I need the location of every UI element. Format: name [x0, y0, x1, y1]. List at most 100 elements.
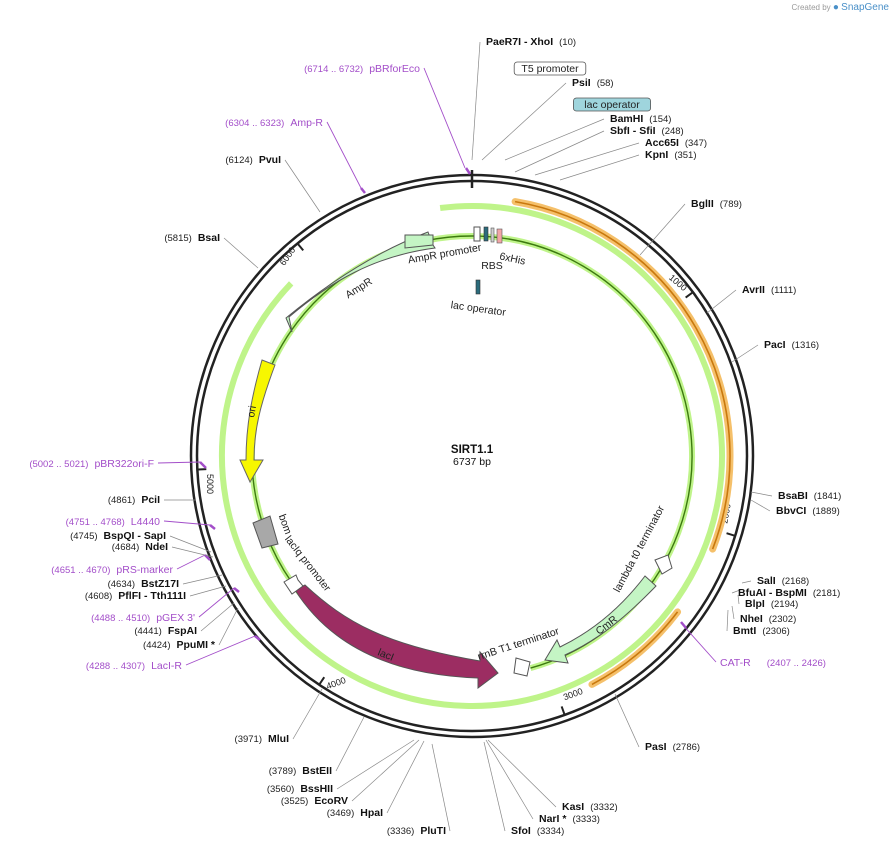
cmr-arrow[interactable]: [544, 575, 657, 664]
enzyme-label[interactable]: (4424)PpuMI *: [143, 639, 216, 651]
enzyme-label[interactable]: (3525)EcoRV: [281, 795, 348, 807]
enzyme-label[interactable]: BsaBI(1841): [778, 490, 841, 502]
enzyme-separator: -: [134, 530, 143, 542]
lambda-t0-terminator-arrow[interactable]: [654, 554, 673, 575]
primer-mark: [254, 635, 261, 641]
primer-label[interactable]: (4488 .. 4510)pGEX 3': [91, 612, 195, 624]
tick-label: 5000: [205, 474, 215, 494]
primer-mark: [204, 554, 211, 561]
bom-box[interactable]: [252, 515, 279, 549]
feature-label-box: [573, 97, 652, 112]
enzyme-name: PacI: [764, 339, 786, 351]
enzyme-leader-line: [731, 605, 735, 620]
enzyme-position: (1316): [792, 340, 819, 351]
enzyme-leader-line: [514, 130, 605, 173]
enzyme-label[interactable]: BamHI(154): [610, 113, 671, 125]
enzyme-leader-line: [223, 237, 259, 269]
enzyme-label[interactable]: AvrII (1111): [742, 284, 796, 296]
enzyme-name: BsaI: [198, 232, 220, 244]
enzyme-label[interactable]: (3971)MluI: [235, 733, 290, 745]
enzyme-position: (1841): [814, 491, 841, 502]
enzyme-label[interactable]: BbvCI(1889): [776, 505, 840, 517]
lacIq-promoter-arrow[interactable]: [283, 574, 304, 595]
enzyme-name: HpaI: [360, 807, 383, 819]
primer-label[interactable]: (4651 .. 4670)pRS-marker: [51, 564, 173, 576]
enzyme-label[interactable]: (3469)HpaI: [327, 807, 383, 819]
t5-promoter-box[interactable]: [473, 226, 481, 242]
primer-mark: [199, 461, 207, 469]
primer-label[interactable]: (6304 .. 6323)Amp-R: [225, 117, 323, 129]
enzyme-label[interactable]: PasI(2786): [645, 741, 700, 753]
enzyme-label[interactable]: (4745)BspQI - SapI: [70, 530, 166, 542]
enzyme-position: (3789): [269, 766, 296, 777]
enzyme-label[interactable]: SfoI(3334): [511, 825, 564, 837]
tick-mark: [726, 532, 735, 537]
enzyme-label[interactable]: PaeR7I - XhoI(10): [486, 36, 576, 48]
enzyme-leader-line: [481, 82, 567, 161]
enzyme-label[interactable]: BmtI(2306): [733, 625, 790, 637]
primer-labels: (6714 .. 6732)pBRforEco (6304 .. 6323)Amp…: [29, 63, 826, 672]
enzyme-label[interactable]: (4634)BstZ17I: [108, 578, 179, 590]
enzyme-label[interactable]: SbfI - SfiI(248): [610, 125, 684, 137]
enzyme-label[interactable]: KasI(3332): [562, 801, 618, 813]
enzyme-position: (3971): [235, 734, 262, 745]
primer-label[interactable]: CAT-R(2407 .. 2426): [720, 657, 826, 669]
enzyme-label[interactable]: (5815)BsaI: [164, 232, 220, 244]
enzyme-label[interactable]: NarI *(3333): [539, 813, 600, 825]
enzyme-label[interactable]: BglII(789): [691, 198, 742, 210]
enzyme-label[interactable]: PsiI(58): [572, 77, 614, 89]
primer-label[interactable]: (4751 .. 4768)L4440: [66, 516, 161, 528]
enzyme-leader-line: [284, 159, 321, 213]
enzyme-label[interactable]: BfuAI - BspMI(2181): [738, 587, 840, 599]
enzyme-label[interactable]: (4608)PflFI - Tth111I: [85, 590, 186, 602]
laci-arrow[interactable]: [294, 584, 499, 689]
enzyme-label[interactable]: (3560)BssHII: [267, 783, 333, 795]
primer-label[interactable]: (4288 .. 4307)LacI-R: [86, 660, 182, 672]
enzyme-label[interactable]: (3336)PluTI: [387, 825, 446, 837]
enzyme-name: PvuI: [259, 154, 281, 166]
primer-name: pGEX 3': [156, 612, 195, 624]
primer-name: LacI-R: [151, 660, 182, 672]
enzyme-label[interactable]: (3789)BstEII: [269, 765, 332, 777]
enzyme-label[interactable]: Acc65I(347): [645, 137, 707, 149]
rrnb-t1-terminator-arrow[interactable]: [513, 657, 531, 677]
enzyme-leader-line: [731, 589, 741, 594]
enzyme-label[interactable]: PacI (1316): [764, 339, 819, 351]
enzyme-separator: -: [521, 36, 530, 48]
enzyme-label[interactable]: (4861)PciI: [108, 494, 160, 506]
lac-operator-lower-box[interactable]: [475, 279, 481, 295]
enzyme-position: (4684): [112, 542, 139, 553]
enzyme-label[interactable]: NheI(2302): [740, 613, 796, 625]
his-tag-box[interactable]: [496, 228, 503, 244]
enzyme-label[interactable]: KpnI(351): [645, 149, 697, 161]
enzyme-position: (351): [674, 150, 696, 161]
enzyme-position: (4861): [108, 495, 135, 506]
primer-label[interactable]: (5002 .. 5021)pBR322ori-F: [29, 458, 154, 470]
enzyme-position: (3525): [281, 796, 308, 807]
primer-range: (6714 .. 6732): [304, 64, 363, 75]
ampr-promoter-arrow[interactable]: [404, 234, 434, 249]
ori-arrow[interactable]: [239, 359, 276, 484]
lac-operator-box[interactable]: [483, 226, 489, 242]
enzyme-label[interactable]: SalI(2168): [757, 575, 809, 587]
enzyme-position: (1111): [771, 285, 796, 296]
enzyme-leader-line: [200, 602, 235, 632]
enzyme-leader-line: [741, 580, 752, 584]
enzyme-label[interactable]: (6124)PvuI: [225, 154, 281, 166]
enzyme-name: AvrII: [742, 284, 765, 296]
enzyme-label[interactable]: (4684) NdeI: [112, 541, 168, 553]
primer-leader-line: [423, 67, 466, 169]
enzyme-name: PluTI: [420, 825, 446, 837]
enzyme-label[interactable]: (4441)FspAI: [134, 625, 197, 637]
feature-label: lac operator: [584, 99, 640, 111]
primer-label[interactable]: (6714 .. 6732)pBRforEco: [304, 63, 420, 75]
enzyme-leader-line: [639, 203, 686, 256]
tick-label: 4000: [325, 675, 347, 691]
enzyme-name: NdeI: [145, 541, 168, 553]
orf-line-main: [514, 200, 731, 550]
enzyme-label[interactable]: BlpI(2194): [745, 598, 798, 610]
credit-brand: SnapGene: [841, 2, 889, 13]
primer-mark: [233, 587, 240, 593]
rbs-box[interactable]: [490, 227, 495, 243]
enzyme-position: (347): [685, 138, 707, 149]
